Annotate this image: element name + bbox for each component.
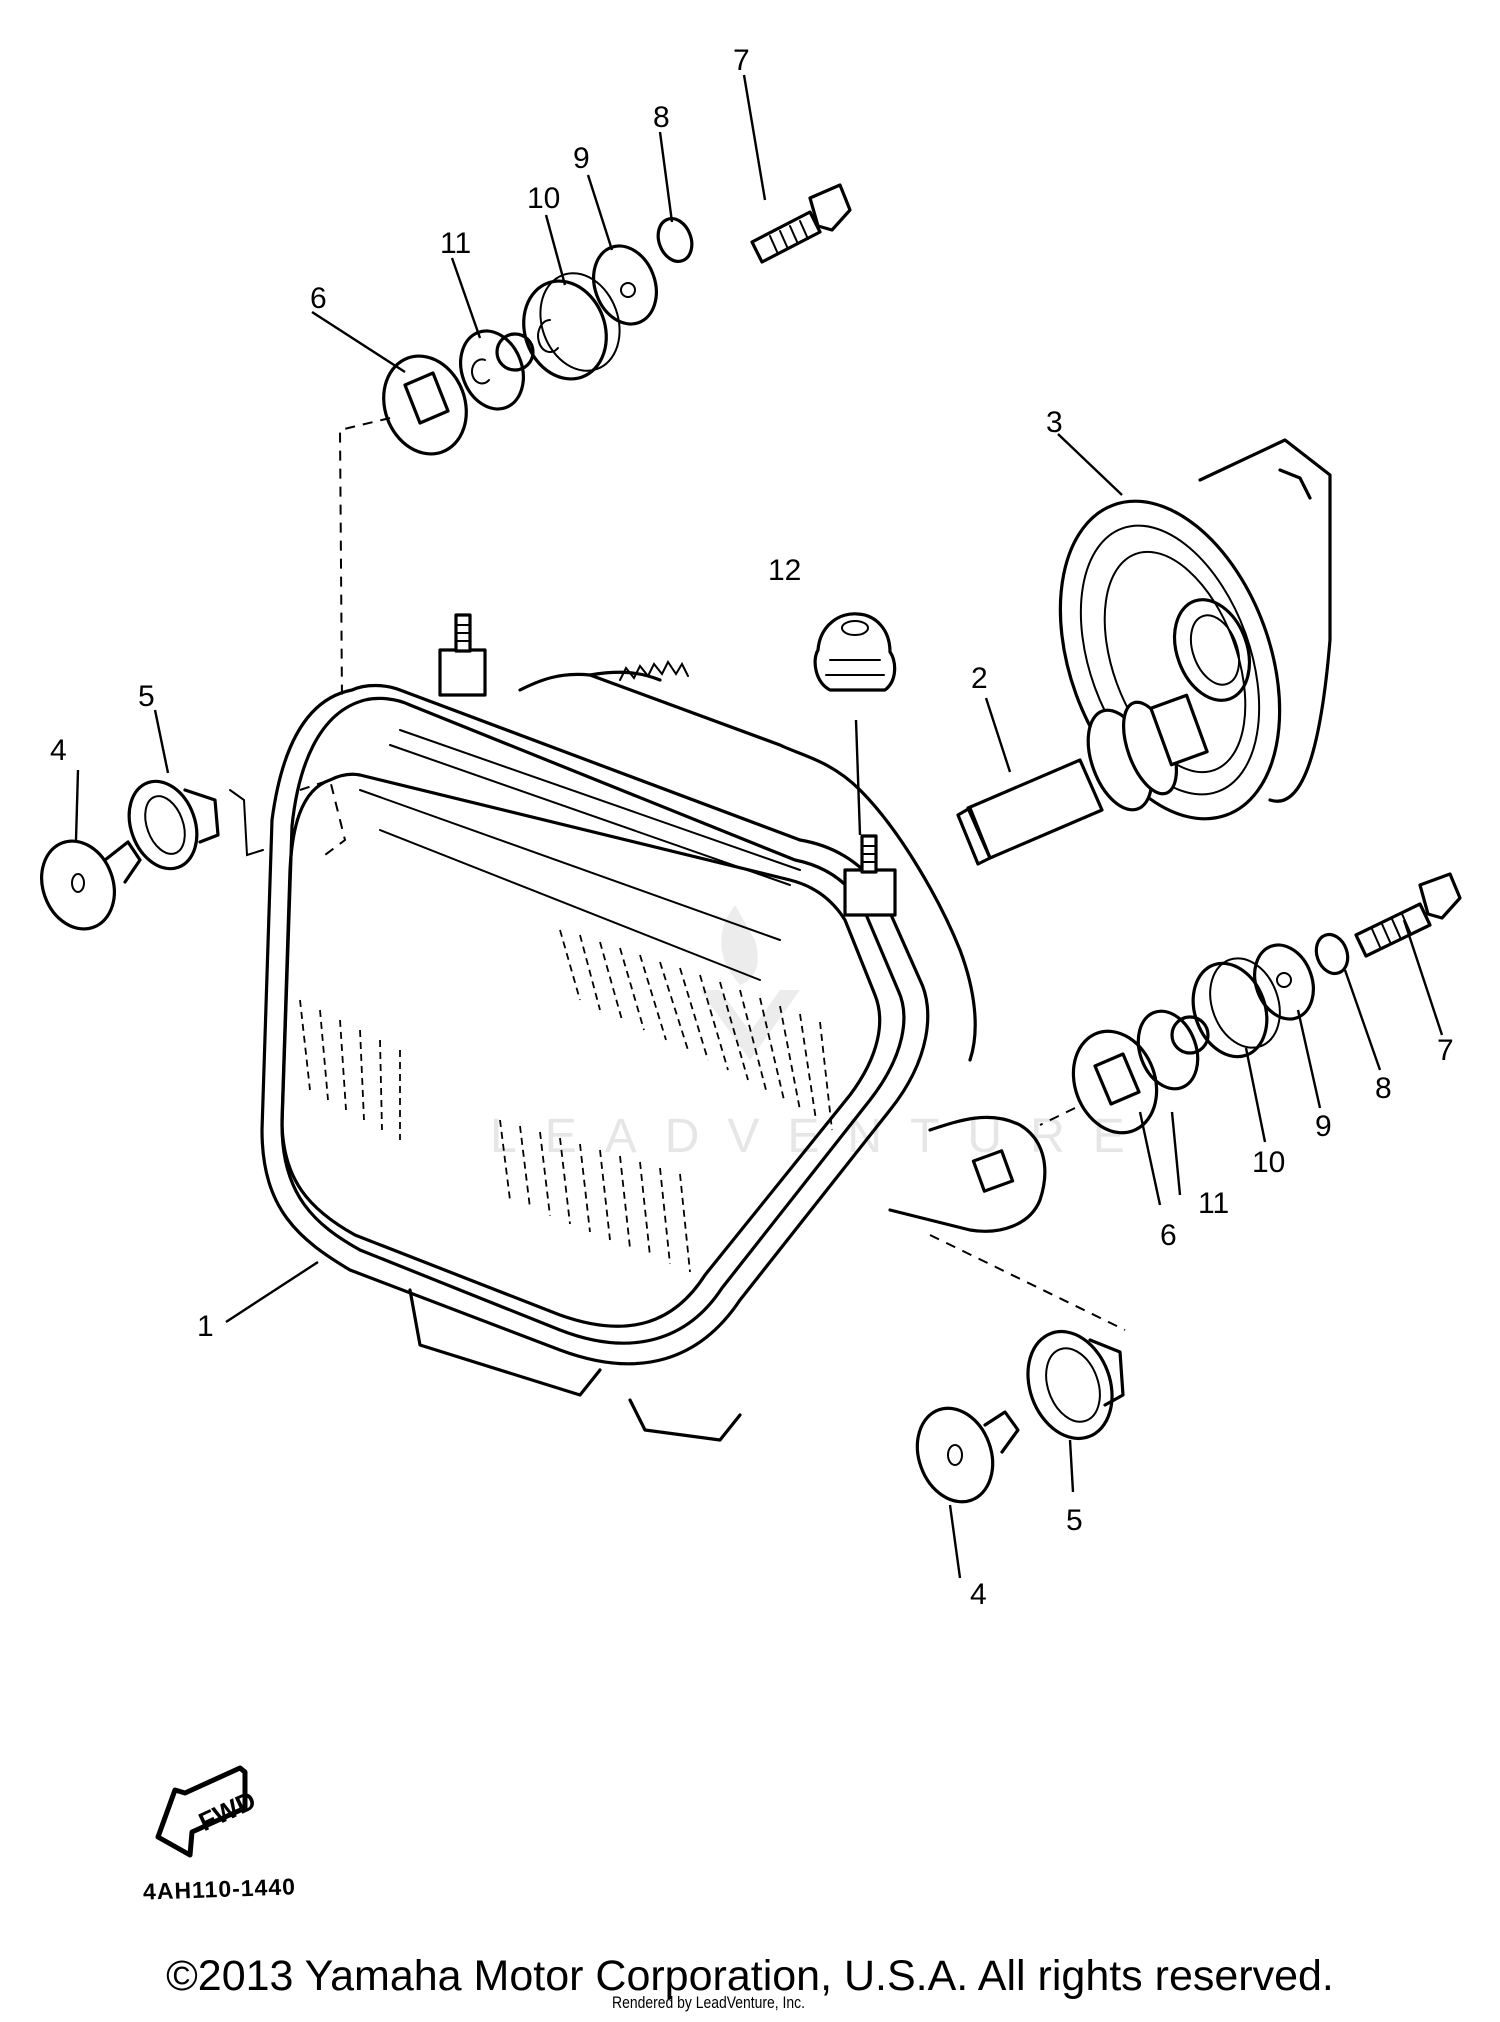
- collar-right[interactable]: [1128, 1003, 1210, 1097]
- callout-10-right[interactable]: 10: [1252, 1146, 1285, 1179]
- forward-arrow-icon: FWD: [155, 1765, 260, 1858]
- mount-slot: [971, 1149, 1015, 1193]
- rubber-cap[interactable]: [813, 612, 897, 836]
- adjusting-knob-left[interactable]: [30, 831, 142, 940]
- callout-7-right[interactable]: 7: [1437, 1034, 1454, 1067]
- callout-2[interactable]: 2: [971, 662, 988, 695]
- lens-hatching: [299, 929, 833, 1273]
- grommet-left[interactable]: [118, 772, 220, 878]
- callout-9-upper[interactable]: 9: [573, 142, 590, 175]
- lock-washer-right[interactable]: [1311, 930, 1353, 978]
- bulb-socket-cover[interactable]: [1020, 438, 1332, 849]
- callout-3[interactable]: 3: [1046, 406, 1063, 439]
- callout-5-left[interactable]: 5: [138, 680, 155, 713]
- callout-1[interactable]: 1: [197, 1310, 214, 1343]
- lower-adjuster: [905, 1320, 1127, 1513]
- bushing-upper[interactable]: [370, 344, 479, 465]
- left-adjuster: [30, 772, 264, 940]
- upper-fastener-stack: [370, 183, 852, 465]
- callout-4-left[interactable]: 4: [50, 734, 67, 767]
- render-credit: Rendered by LeadVenture, Inc.: [612, 1993, 805, 2012]
- mount-bracket-line: [229, 789, 264, 857]
- bolt-upper[interactable]: [750, 183, 852, 264]
- copyright-notice: ©2013 Yamaha Motor Corporation, U.S.A. A…: [166, 1952, 1334, 2000]
- grommet-lower[interactable]: [1014, 1320, 1127, 1451]
- plain-washer-right[interactable]: [1245, 937, 1324, 1028]
- callout-7-upper[interactable]: 7: [733, 44, 750, 77]
- callout-numbers: 1 2 3 4 5 4 5 6 6 7 7 8 8 9 9 10 10 11 1…: [50, 44, 1454, 1611]
- halogen-bulb[interactable]: [956, 693, 1209, 866]
- diagram-part-code: 4AH110-1440: [142, 1873, 297, 1905]
- assembly-lines: [338, 417, 1126, 1331]
- mounting-stud-right: [843, 834, 897, 917]
- lock-washer-upper[interactable]: [652, 214, 697, 266]
- collar-upper[interactable]: [450, 322, 535, 418]
- bolt-right[interactable]: [1354, 872, 1462, 958]
- bushing-right[interactable]: [1060, 1019, 1171, 1144]
- mounting-stud-left: [438, 613, 487, 697]
- callout-leaders: [74, 74, 1444, 1579]
- adjusting-knob-lower[interactable]: [905, 1398, 1020, 1513]
- svg-text:LEADVENTURE: LEADVENTURE: [490, 1110, 1153, 1163]
- callout-4-lower[interactable]: 4: [970, 1578, 987, 1611]
- damper-upper[interactable]: [510, 262, 632, 391]
- callout-6-right[interactable]: 6: [1160, 1219, 1177, 1252]
- plain-washer-upper[interactable]: [583, 237, 667, 333]
- callout-8-upper[interactable]: 8: [653, 101, 670, 134]
- callout-9-right[interactable]: 9: [1315, 1110, 1332, 1143]
- callout-11-right[interactable]: 11: [1198, 1187, 1229, 1220]
- callout-6-upper[interactable]: 6: [310, 282, 327, 315]
- callout-8-right[interactable]: 8: [1375, 1072, 1392, 1105]
- callout-10-upper[interactable]: 10: [527, 182, 560, 215]
- headlight-unit[interactable]: [260, 613, 1047, 1442]
- leadventure-watermark: LEADVENTURE: [490, 905, 1153, 1163]
- right-fastener-stack: [1060, 872, 1462, 1144]
- callout-11-upper[interactable]: 11: [440, 227, 471, 260]
- callout-12[interactable]: 12: [768, 554, 801, 587]
- callout-5-lower[interactable]: 5: [1066, 1504, 1083, 1537]
